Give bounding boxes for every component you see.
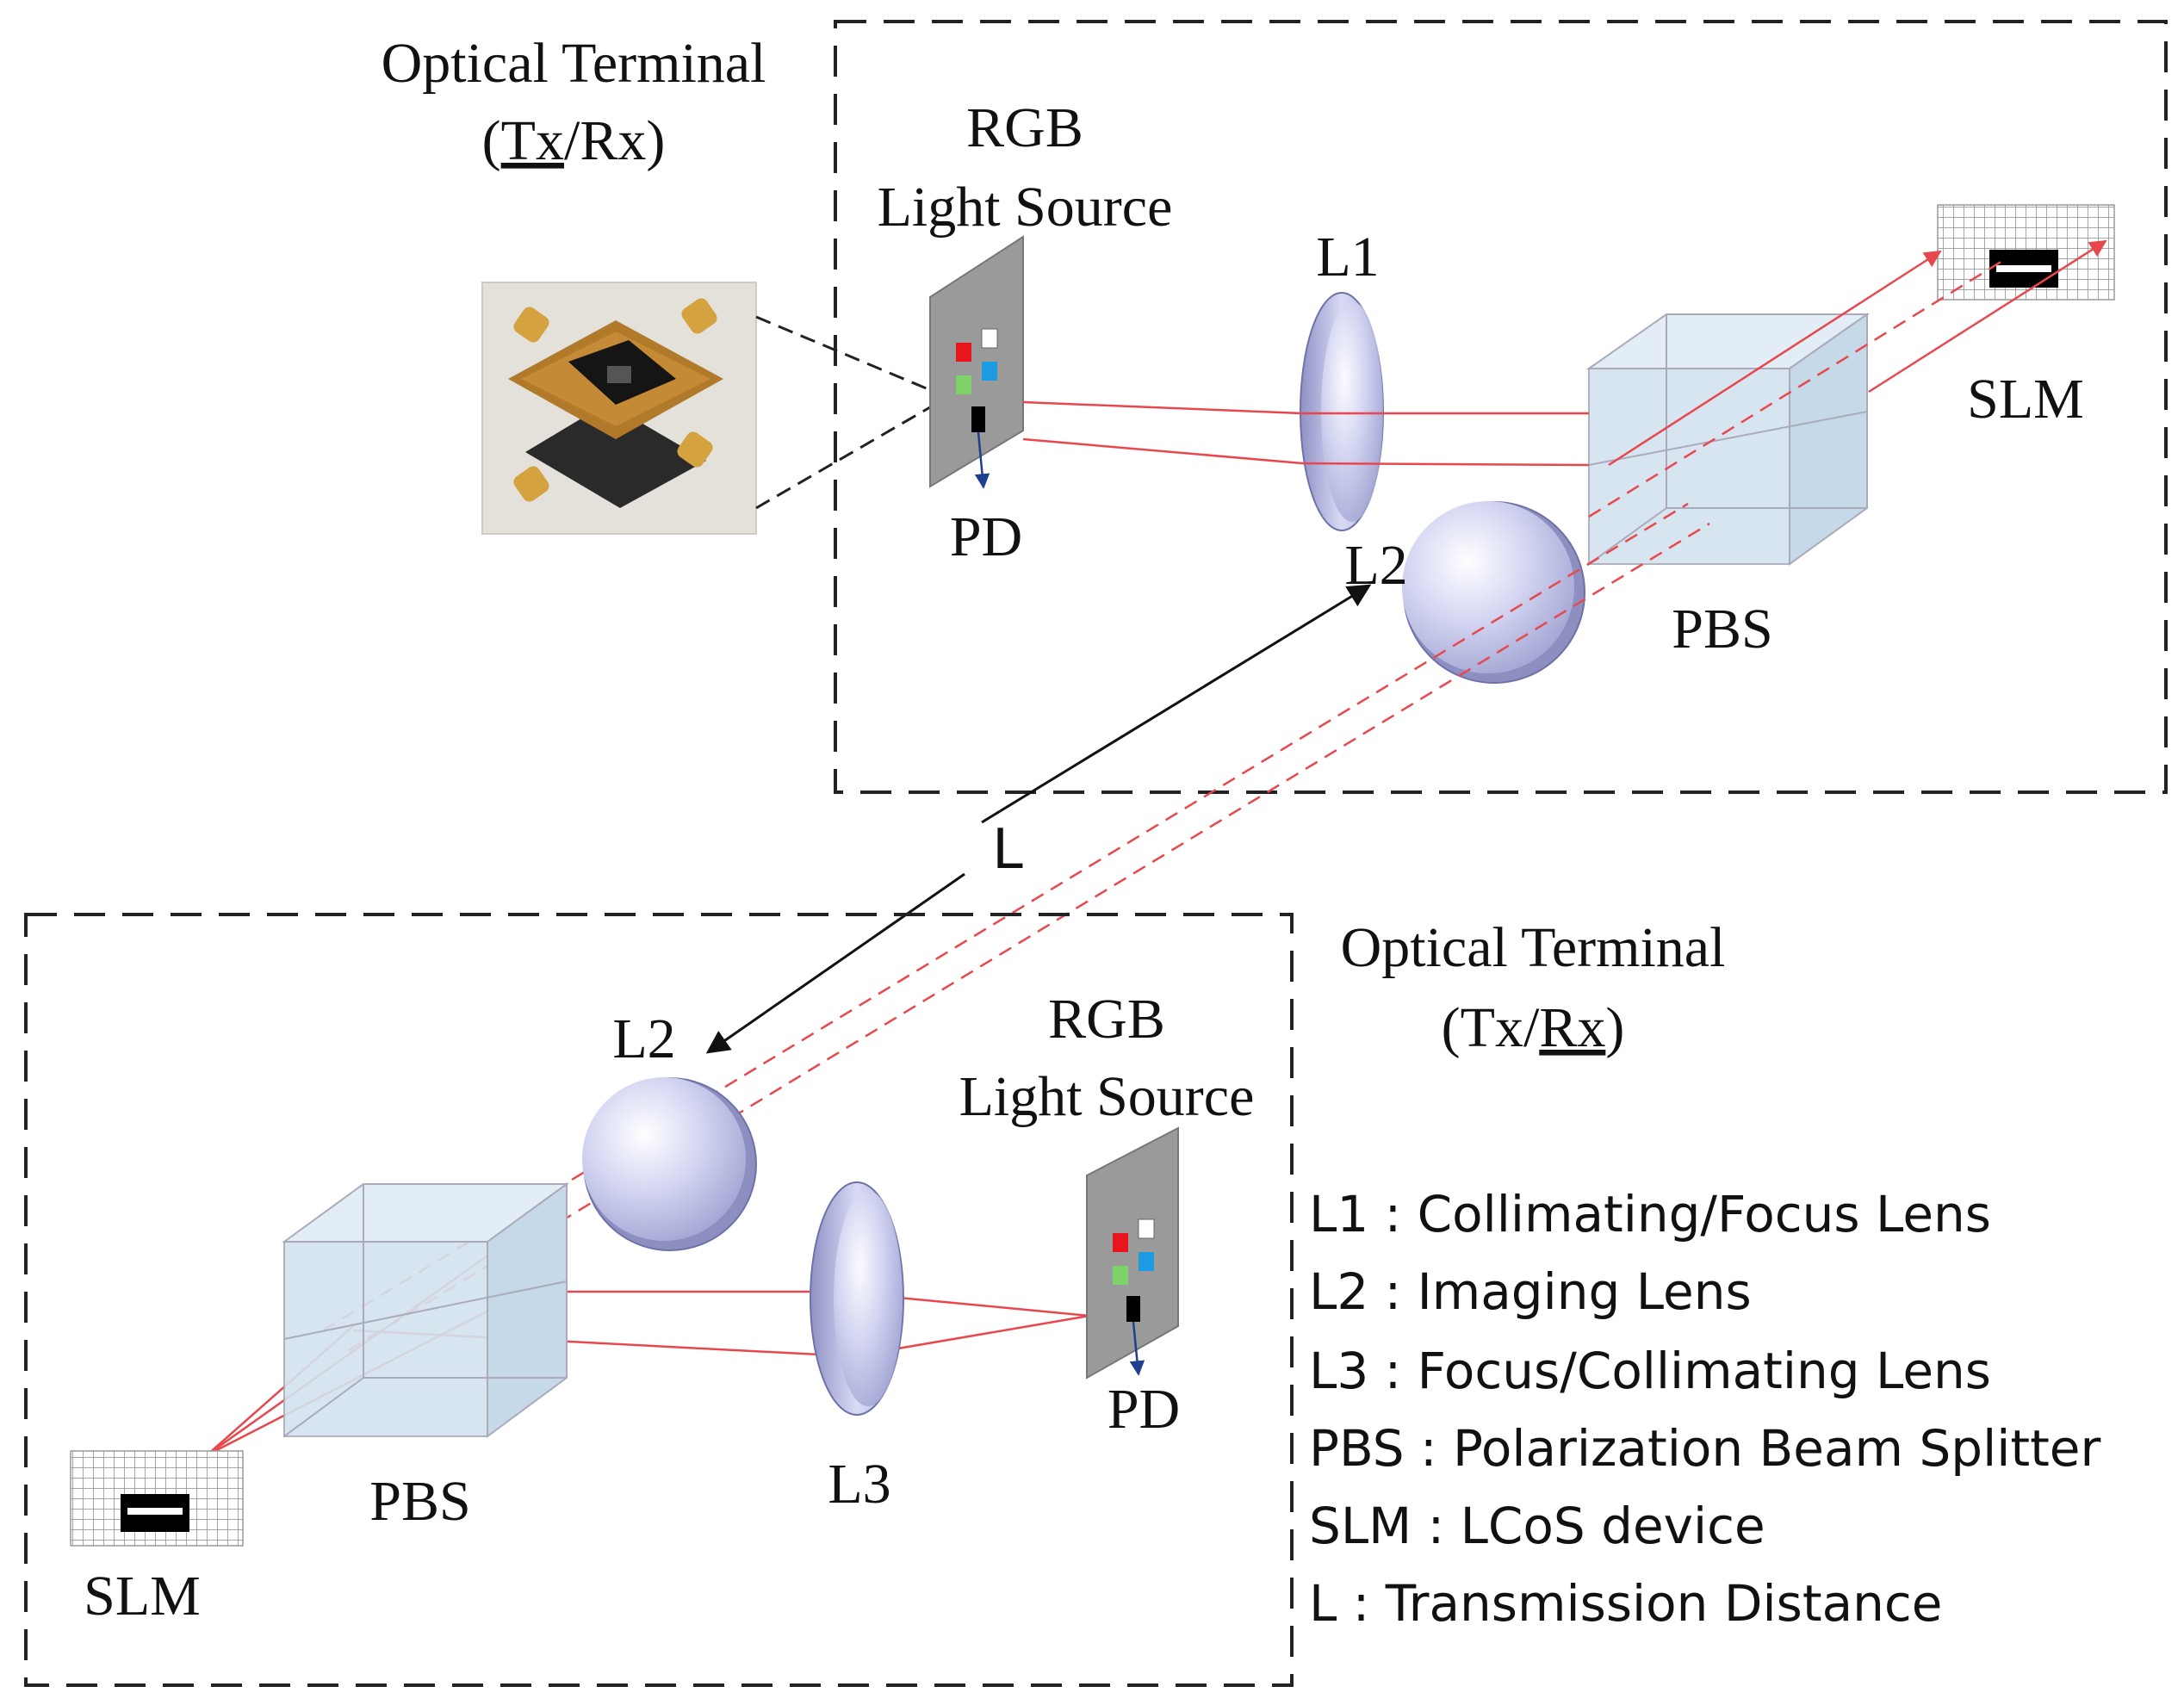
bottom-terminal-title: Optical Terminal — [1341, 916, 1726, 979]
top-slm — [1937, 204, 2115, 301]
top-pbs-cube — [1585, 313, 1871, 566]
top-l1-label: L1 — [1316, 226, 1379, 288]
bottom-source-label-line1: RGB — [1048, 988, 1165, 1051]
top-pbs-label: PBS — [1672, 598, 1772, 660]
bottom-slm-label: SLM — [84, 1565, 201, 1628]
bottom-slm — [70, 1450, 244, 1547]
top-slm-label: SLM — [1967, 368, 2084, 431]
legend-item: PBS : Polarization Beam Splitter — [1309, 1419, 2100, 1478]
distance-label: L — [992, 818, 1023, 882]
distance-arrow-lower — [705, 872, 965, 1054]
bottom-terminal-boundary — [24, 913, 1294, 1687]
top-pd-label: PD — [950, 505, 1022, 568]
top-terminal: Optical Terminal (Tx/Rx) RGB Light Sourc… — [382, 20, 2168, 794]
bottom-rgb-light-source — [1086, 1126, 1179, 1380]
beam-top-slm-2 — [1868, 239, 2107, 394]
distance-arrow-upper — [981, 584, 1372, 824]
legend-item: SLM : LCoS device — [1309, 1497, 1765, 1555]
beam-link-dash-1 — [322, 502, 1689, 1332]
led-array-icon — [956, 343, 971, 362]
legend-item: L : Transmission Distance — [1309, 1574, 1942, 1633]
top-l2-lens — [1402, 501, 1585, 684]
bottom-pd-label: PD — [1108, 1378, 1180, 1441]
legend-item: L2 : Imaging Lens — [1309, 1262, 1752, 1321]
top-terminal-boundary — [834, 20, 2168, 794]
bottom-l3-label: L3 — [828, 1453, 890, 1516]
bottom-source-label-line2: Light Source — [959, 1065, 1255, 1128]
photo-link-line-top — [755, 315, 935, 394]
top-source-label-line2: Light Source — [878, 176, 1173, 239]
legend-item: L3 : Focus/Collimating Lens — [1309, 1342, 1991, 1400]
bottom-l2-label: L2 — [612, 1008, 675, 1070]
top-source-label-line1: RGB — [966, 96, 1083, 159]
bottom-l3-lens — [810, 1181, 904, 1416]
top-rgb-light-source — [929, 235, 1024, 489]
top-terminal-mode: (Tx/Rx) — [482, 109, 666, 172]
bottom-l2-lens — [582, 1077, 757, 1251]
legend-item: L1 : Collimating/Focus Lens — [1309, 1185, 1991, 1243]
beam-top-upper — [1022, 400, 1589, 415]
beam-top-slm-1 — [1608, 250, 1942, 467]
top-l2-label: L2 — [1344, 534, 1407, 597]
bottom-terminal: Optical Terminal (Tx/Rx) L2 PBS L3 RGB L… — [24, 913, 1726, 1687]
top-terminal-title: Optical Terminal — [382, 32, 766, 95]
bottom-pbs-cube — [281, 1182, 570, 1438]
beam-top-slm-dash — [1588, 257, 2007, 518]
bottom-terminal-mode-active: Rx — [1539, 996, 1605, 1059]
pcb-photo — [481, 282, 757, 535]
photo-link-line-bottom — [755, 403, 935, 510]
top-terminal-mode-active: Tx — [501, 109, 564, 172]
beam-bottom-upper — [525, 1290, 1090, 1318]
top-l1-lens — [1300, 292, 1384, 531]
bottom-terminal-mode: (Tx/Rx) — [1442, 996, 1625, 1059]
legend: L1 : Collimating/Focus Lens L2 : Imaging… — [1309, 1185, 2100, 1633]
beam-link-dash-2 — [348, 522, 1710, 1352]
beam-top-lower — [1022, 437, 1590, 467]
bottom-pbs-label: PBS — [369, 1470, 470, 1533]
